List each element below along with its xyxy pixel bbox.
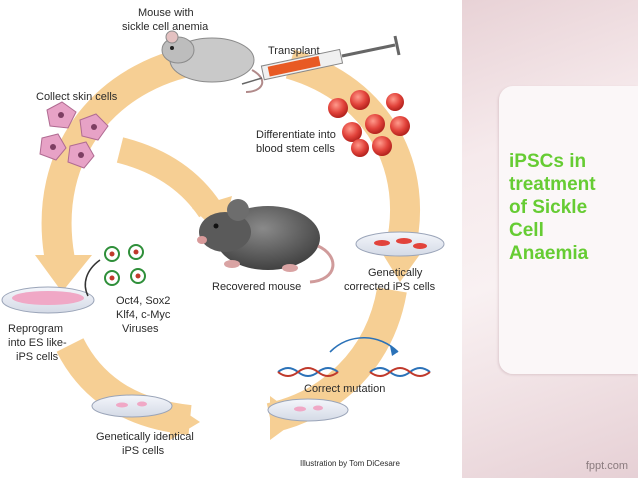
label-gen-corr-line2: corrected iPS cells: [344, 281, 436, 293]
virus-arrow: [84, 259, 101, 297]
syringe-illustration: [241, 35, 401, 85]
label-reprog-line2: into ES like-: [8, 337, 67, 349]
dna-correction-illustration: [277, 336, 431, 377]
label-factors-line3: Viruses: [122, 323, 159, 335]
diagram-panel: Mouse with sickle cell anemia Transplant…: [1, 7, 445, 468]
blood-stem-cells-illustration: [328, 90, 410, 157]
ips-cycle-diagram: Mouse with sickle cell anemia Transplant…: [1, 7, 445, 468]
label-recovered: Recovered mouse: [212, 281, 301, 293]
sick-mouse-illustration: [161, 30, 264, 93]
slide-title: iPSCs in treatment of Sickle Cell Anaemi…: [509, 151, 596, 264]
label-factors-line1: Oct4, Sox2: [116, 295, 170, 307]
label-correct: Correct mutation: [304, 383, 385, 395]
label-reprog-line1: Reprogram: [8, 323, 63, 335]
title-box: [499, 86, 638, 374]
label-mouse-line2: sickle cell anemia: [122, 21, 209, 33]
label-credit: Illustration by Tom DiCesare: [300, 459, 400, 468]
label-collect: Collect skin cells: [36, 91, 118, 103]
corrected-ips-dish: [355, 231, 445, 257]
label-diff-line2: blood stem cells: [256, 143, 335, 155]
corrected-bottom-dish: [267, 398, 349, 422]
reprogram-dish: [1, 286, 95, 314]
label-reprog-line3: iPS cells: [16, 351, 59, 363]
label-mouse-line1: Mouse with: [138, 7, 194, 19]
identical-ips-dish: [91, 394, 173, 418]
label-transplant: Transplant: [268, 45, 320, 57]
label-identical-line2: iPS cells: [122, 445, 165, 457]
label-diff-line1: Differentiate into: [256, 129, 336, 141]
footer-brand: fppt.com: [585, 460, 628, 472]
label-gen-corr-line1: Genetically: [368, 267, 423, 279]
recovered-mouse-illustration: [197, 199, 335, 284]
label-identical-line1: Genetically identical: [96, 431, 194, 443]
skin-cells-illustration: [39, 101, 109, 169]
label-factors-line2: Klf4, c-Myc: [116, 309, 171, 321]
